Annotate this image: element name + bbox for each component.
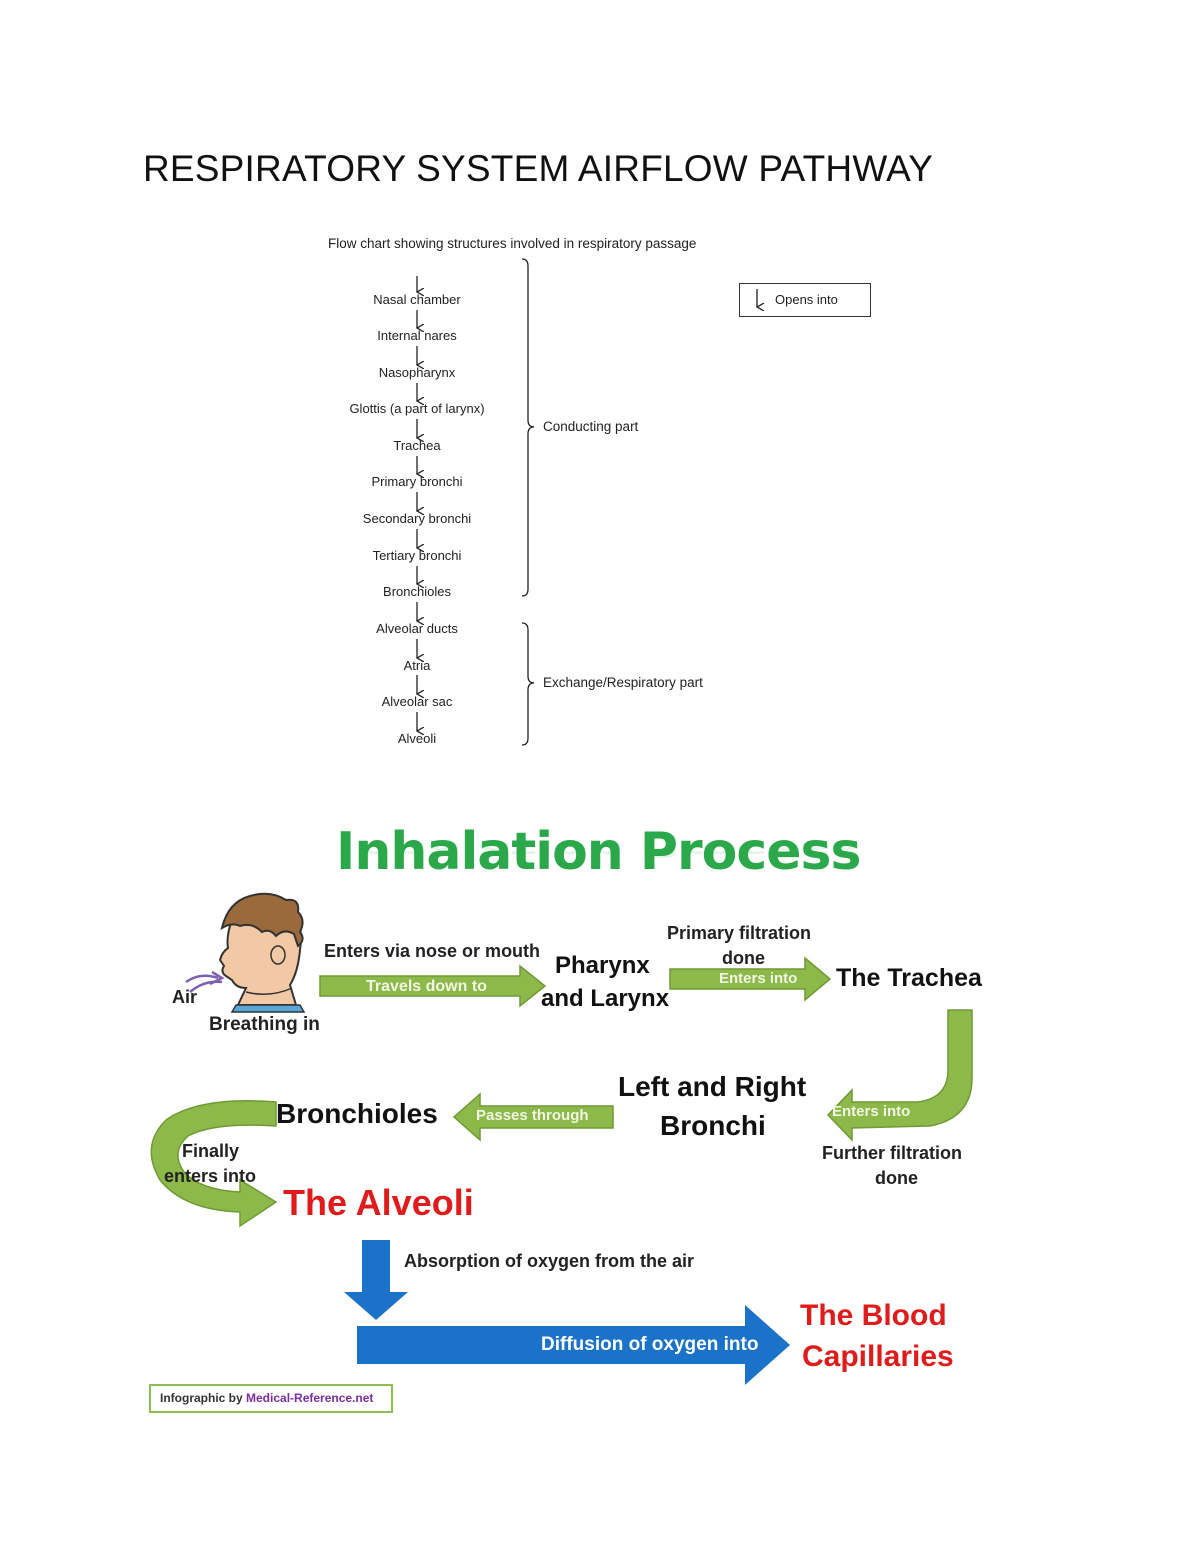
primary-filtration-line1: Primary filtration bbox=[667, 923, 812, 943]
diffusion-label: Diffusion of oxygen into bbox=[541, 1334, 759, 1355]
group-label-conducting: Conducting part bbox=[543, 419, 639, 434]
credit-prefix: Infographic by bbox=[160, 1391, 243, 1405]
brace-conducting bbox=[521, 258, 535, 597]
enters-into-label-2: Enters into bbox=[832, 1103, 911, 1120]
further-filtration-line2: done bbox=[875, 1168, 918, 1188]
person-breathing-icon bbox=[218, 892, 306, 1013]
passes-through-label: Passes through bbox=[476, 1107, 589, 1124]
flow-node: Alveoli bbox=[397, 731, 437, 746]
flow-node: Atria bbox=[403, 658, 431, 673]
enters-arrow-shape-1 bbox=[669, 956, 832, 1002]
flow-node: Nasal chamber bbox=[373, 292, 461, 307]
absorption-label: Absorption of oxygen from the air bbox=[404, 1251, 695, 1271]
blood-label-line2: Capillaries bbox=[802, 1340, 954, 1373]
enters-into-label-1: Enters into bbox=[719, 970, 798, 987]
pharynx-label-line1: Pharynx bbox=[555, 952, 650, 979]
page-title: RESPIRATORY SYSTEM AIRFLOW PATHWAY bbox=[143, 148, 934, 189]
breathing-in-label: Breathing in bbox=[209, 1014, 320, 1035]
blood-label-line1: The Blood bbox=[800, 1299, 947, 1332]
air-label: Air bbox=[172, 987, 198, 1007]
flow-node: Nasopharynx bbox=[378, 365, 456, 380]
legend-box bbox=[739, 283, 871, 317]
flow-chart-lines bbox=[0, 258, 1200, 746]
flow-chart-caption: Flow chart showing structures involved i… bbox=[328, 236, 697, 251]
finally-label-line2: enters into bbox=[164, 1166, 257, 1186]
flow-node: Glottis (a part of larynx) bbox=[349, 401, 485, 416]
further-filtration-line1: Further filtration bbox=[822, 1143, 962, 1163]
travels-arrow-shape bbox=[319, 964, 547, 1008]
flow-node: Secondary bronchi bbox=[362, 511, 472, 526]
credit-site-link[interactable]: Medical-Reference.net bbox=[246, 1391, 374, 1405]
pharynx-label-line2: and Larynx bbox=[541, 985, 670, 1012]
credit-label: Infographic by Medical-Reference.net bbox=[160, 1391, 373, 1405]
finally-label-line1: Finally bbox=[182, 1141, 240, 1161]
alveoli-label: The Alveoli bbox=[283, 1182, 474, 1223]
bronchi-label-line1: Left and Right bbox=[618, 1071, 807, 1102]
blue-down-arrow bbox=[344, 1240, 408, 1320]
bronchioles-curve-arrow bbox=[150, 1100, 278, 1228]
flow-node: Internal nares bbox=[377, 328, 457, 343]
flow-node: Tertiary bronchi bbox=[372, 548, 462, 563]
infographic-graphics bbox=[150, 892, 973, 1385]
bronchioles-label: Bronchioles bbox=[276, 1098, 438, 1129]
legend-label: Opens into bbox=[775, 292, 838, 307]
credit-box bbox=[149, 1384, 393, 1413]
brace-exchange bbox=[521, 622, 535, 746]
enters-via-label: Enters via nose or mouth bbox=[324, 941, 541, 961]
flow-node: Alveolar ducts bbox=[376, 621, 458, 636]
infographic-title: Inhalation Process bbox=[336, 822, 861, 882]
trachea-label: The Trachea bbox=[836, 964, 982, 992]
air-flow-icon bbox=[185, 970, 225, 993]
bronchi-label-line2: Bronchi bbox=[660, 1110, 766, 1141]
travels-arrow-label: Travels down to bbox=[366, 978, 487, 995]
primary-filtration-line2: done bbox=[722, 948, 765, 968]
flow-node: Primary bronchi bbox=[371, 474, 463, 489]
flow-node: Alveolar sac bbox=[381, 694, 453, 709]
blue-right-arrow bbox=[357, 1305, 790, 1385]
trachea-curve-arrow bbox=[826, 1009, 973, 1142]
group-label-exchange: Exchange/Respiratory part bbox=[543, 675, 703, 690]
passes-arrow-shape bbox=[452, 1092, 614, 1142]
flow-node: Bronchioles bbox=[383, 584, 451, 599]
flow-node: Trachea bbox=[393, 438, 441, 453]
